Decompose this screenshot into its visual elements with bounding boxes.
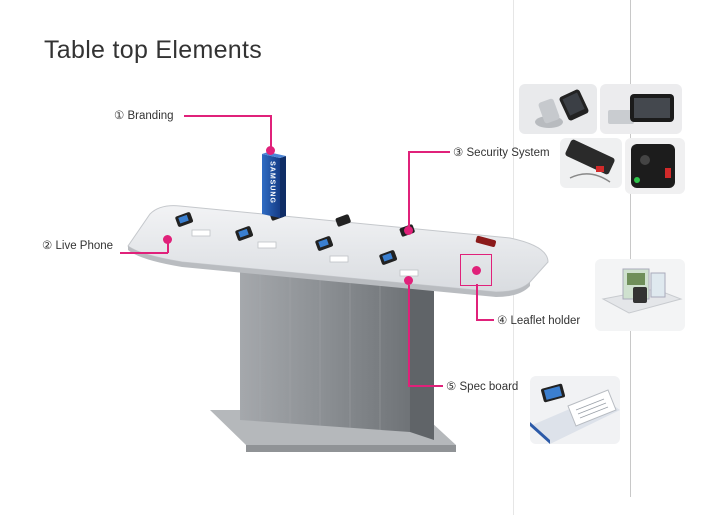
security-dock-photo xyxy=(519,84,597,134)
tablet-dock-photo xyxy=(600,84,682,134)
marker-dot xyxy=(163,235,172,244)
leader-line xyxy=(184,115,271,117)
divider-line xyxy=(630,0,631,497)
leader-line xyxy=(476,284,478,320)
callout-leaflet-holder: ④ Leaflet holder xyxy=(497,315,581,327)
leaflet-holder-photo xyxy=(595,259,685,331)
leader-line xyxy=(408,151,410,227)
spec-board-photo xyxy=(530,376,620,444)
marker-dot xyxy=(404,226,413,235)
marker-dot xyxy=(266,146,275,155)
callout-spec-board: ⑤ Spec board xyxy=(446,381,519,393)
callout-live-phone: ② Live Phone xyxy=(42,240,114,252)
leader-line xyxy=(408,385,443,387)
leader-line xyxy=(408,285,410,386)
security-alarm-photo xyxy=(625,138,685,194)
leader-line xyxy=(120,252,168,254)
leader-line xyxy=(408,151,450,153)
brand-pillar-text: SAMSUNG xyxy=(268,161,276,204)
callout-branding: ① Branding xyxy=(114,110,174,122)
page-title: Table top Elements xyxy=(44,36,263,64)
marker-dot xyxy=(404,276,413,285)
security-sensor-photo xyxy=(560,138,622,188)
callout-security-system: ③ Security System xyxy=(453,147,550,159)
leader-line xyxy=(476,319,494,321)
leader-line xyxy=(270,115,272,151)
marker-dot xyxy=(472,266,481,275)
leader-line xyxy=(167,240,169,253)
